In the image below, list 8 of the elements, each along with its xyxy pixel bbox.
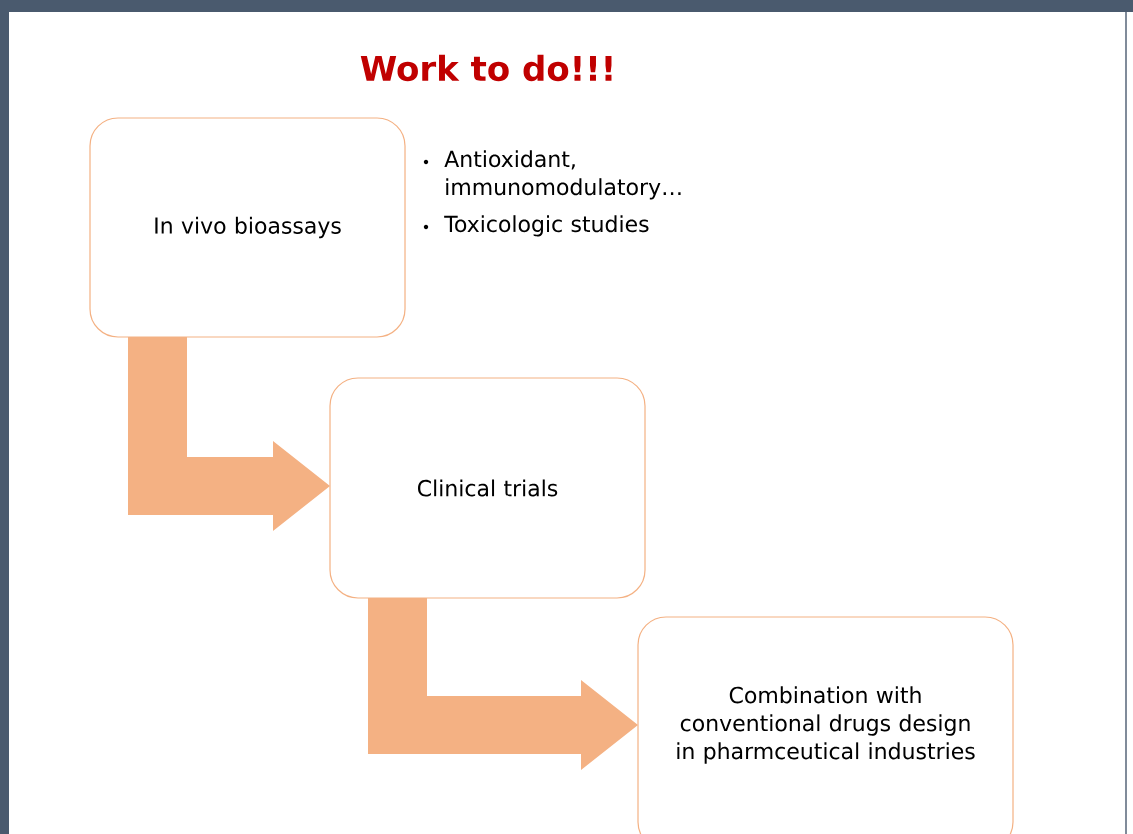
bent-arrow [368,598,638,770]
process-box: In vivo bioassays [89,117,406,338]
process-box: Combination with conventional drugs design in pharmceutical industries [637,616,1014,834]
title: Work to do!!! [360,54,612,82]
process-box: Clinical trials [329,377,646,599]
bent-arrow [128,337,330,531]
bullet-text: Antioxidant, immunomodulatory… [444,150,681,200]
bullet-text: Toxicologic studies [444,215,649,237]
